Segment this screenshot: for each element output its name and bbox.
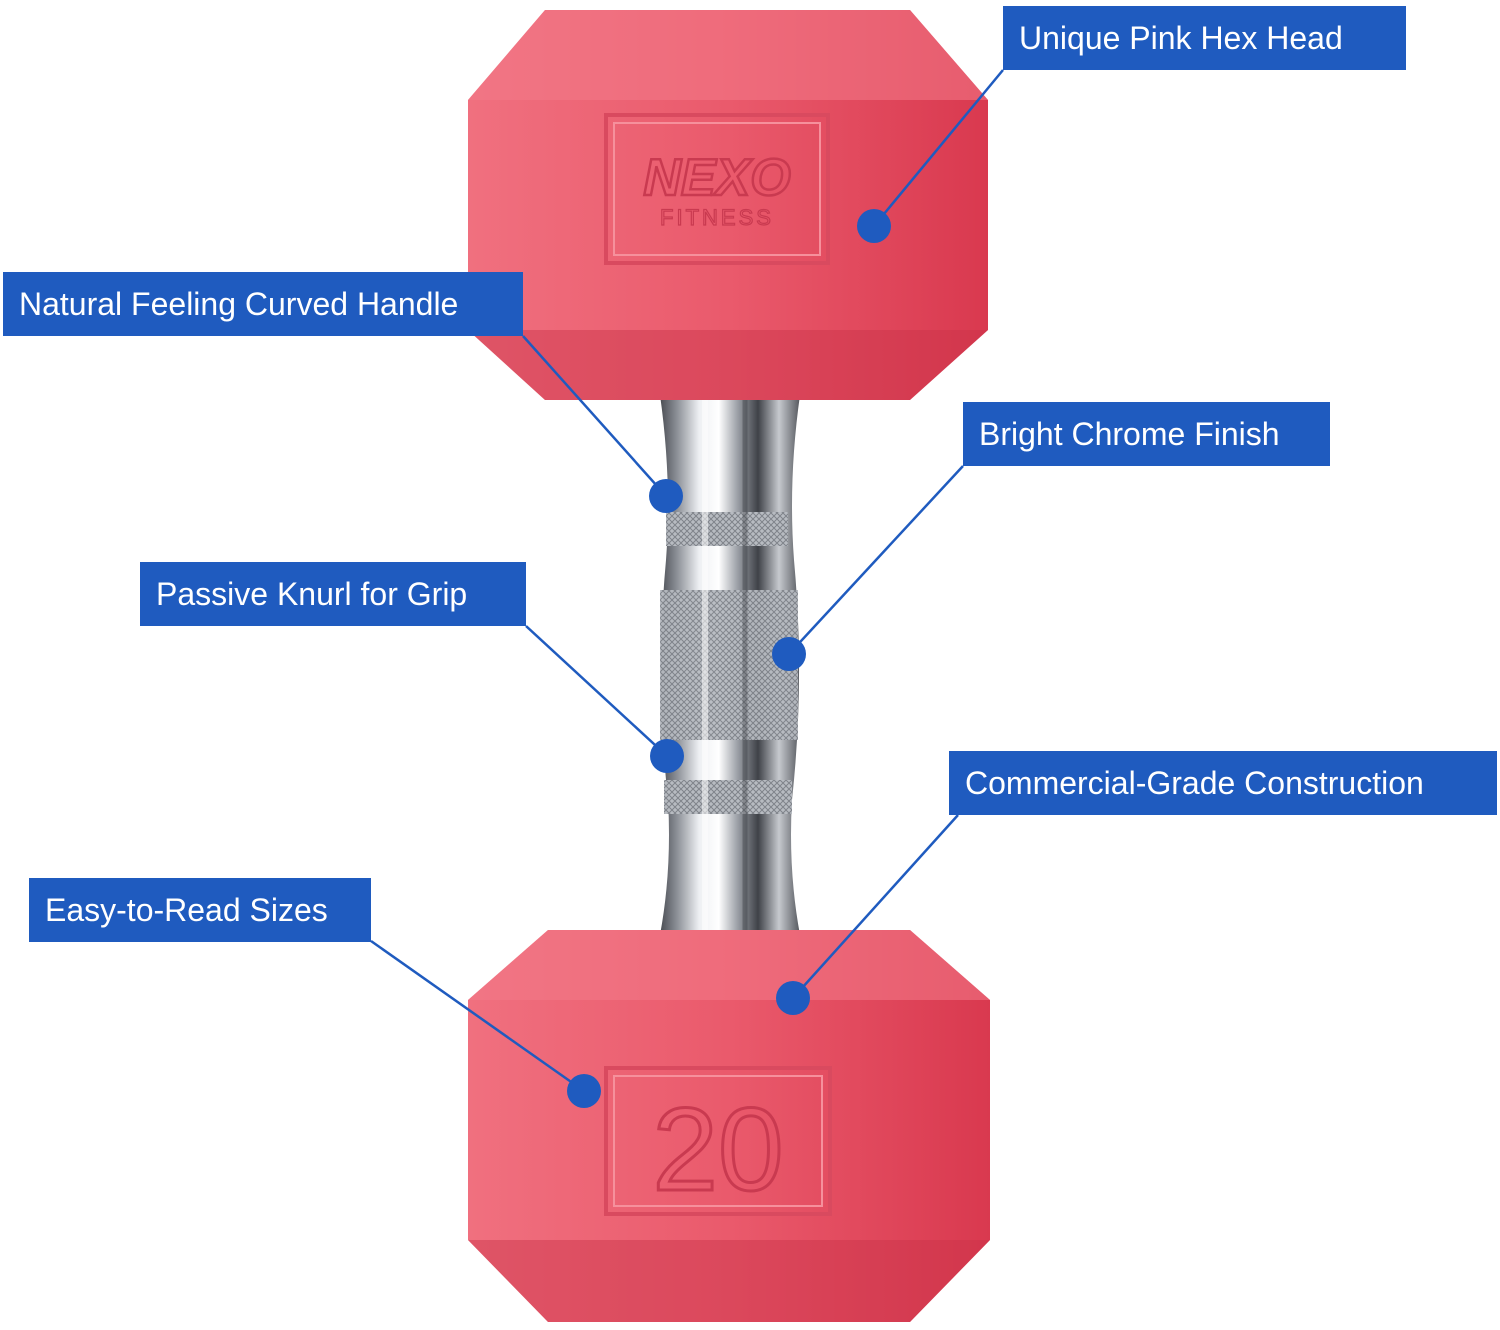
callout-chrome-finish: Bright Chrome Finish [963,402,1330,466]
knurl-band-top [666,512,788,546]
weight-number: 20 [652,1084,783,1216]
callout-knurl: Passive Knurl for Grip [140,562,526,626]
callout-dot-hex [857,209,891,243]
logo-sub-text: FITNESS [660,205,774,230]
logo-brand-text: NEXO [643,149,790,207]
callout-dot-sizes [567,1074,601,1108]
bottom-hex-head: 20 [468,930,990,1322]
callout-commercial-grade: Commercial-Grade Construction [949,751,1497,815]
bottom-size-plate [604,1066,832,1216]
callout-dots [567,209,891,1108]
knurl-band-bottom [664,780,792,814]
top-hex-head: NEXO FITNESS [468,10,988,400]
callout-dot-knurl [650,739,684,773]
callout-dot-chrome [772,637,806,671]
top-logo-plate [604,113,830,265]
chrome-handle [660,395,800,935]
callout-easy-sizes: Easy-to-Read Sizes [29,878,371,942]
callout-dot-handle [649,479,683,513]
knurl-band-middle [660,590,798,740]
callout-curved-handle: Natural Feeling Curved Handle [3,272,523,336]
callout-connectors [370,69,1004,1093]
callout-dot-commercial [776,981,810,1015]
callout-hex-head: Unique Pink Hex Head [1003,6,1406,70]
